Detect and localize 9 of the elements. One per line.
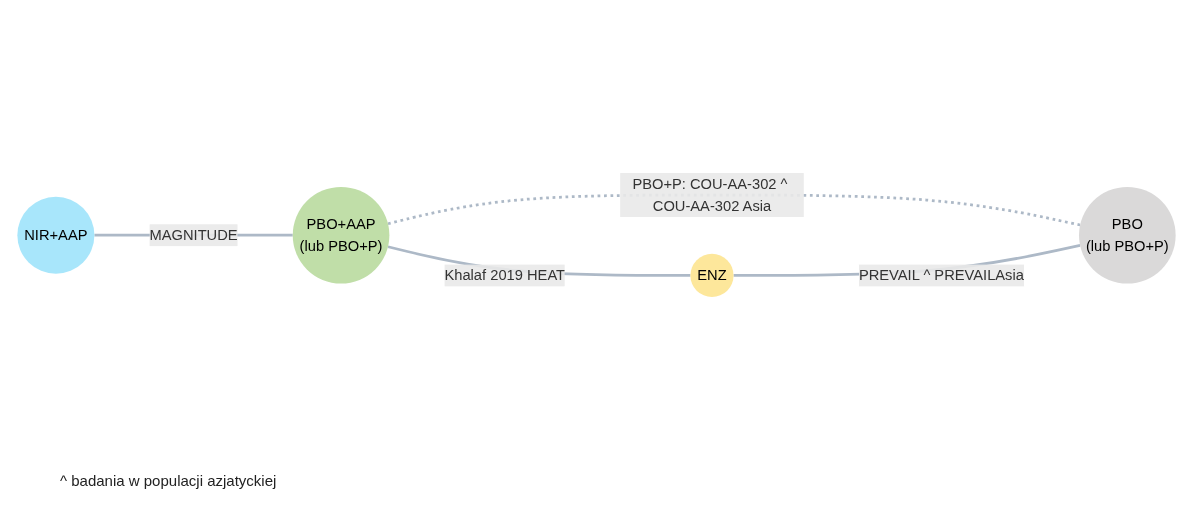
node-circle: PBO+AAP (lub PBO+P) <box>292 186 390 284</box>
node-circle: ENZ <box>690 253 734 297</box>
node-circle: PBO (lub PBO+P) <box>1079 186 1176 284</box>
edge-label: PBO+P: COU-AA-302 ^ COU-AA-302 Asia <box>632 175 788 214</box>
footnote: ^ badania w populacji azjatyckiej <box>60 472 277 489</box>
edge-label: MAGNITUDE <box>149 226 238 243</box>
node-circle: NIR+AAP <box>17 196 95 274</box>
edge-label: Khalaf 2019 HEAT <box>444 267 566 283</box>
edge-label: PREVAIL ^ PREVAILAsia <box>858 267 1024 283</box>
